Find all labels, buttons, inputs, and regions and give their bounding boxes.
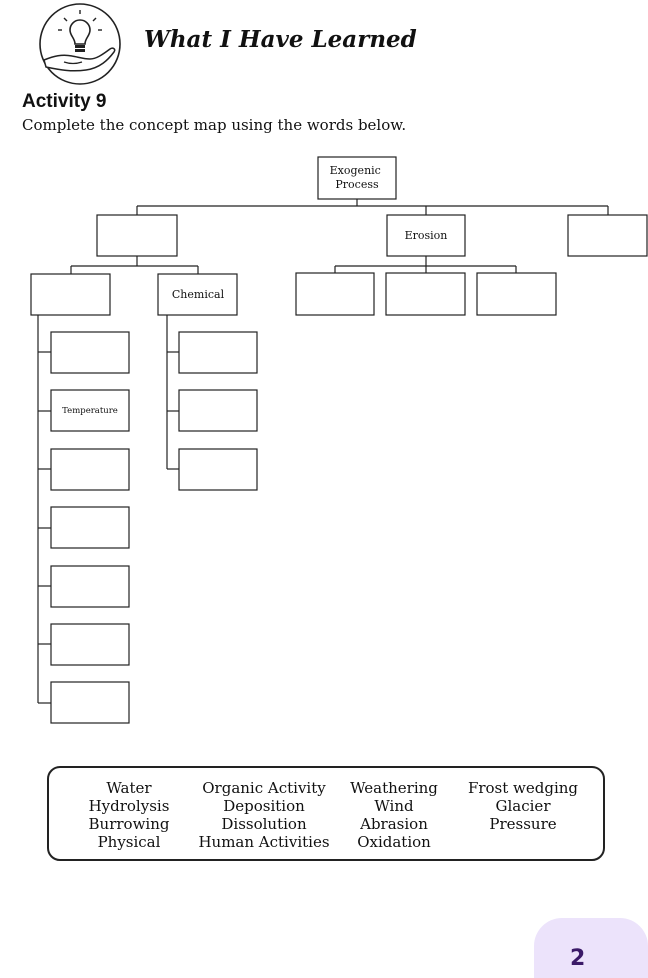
word-bank-word: Pressure: [489, 815, 557, 833]
instructions: Complete the concept map using the words…: [22, 116, 407, 134]
chemical-label: Chemical: [172, 288, 225, 301]
weathering-child-box-physical[interactable]: [30, 273, 111, 316]
chemical-item-box-3[interactable]: [178, 448, 258, 491]
temperature-label: Temperature: [62, 406, 118, 416]
physical-item-box-3[interactable]: [50, 448, 130, 491]
physical-item-box-4[interactable]: [50, 506, 130, 549]
root-label: Exogenic Process: [330, 164, 385, 191]
word-bank-column-2: Organic Activity Deposition Dissolution …: [189, 779, 339, 851]
word-bank-word: Weathering: [350, 779, 438, 797]
word-bank-column-3: Weathering Wind Abrasion Oxidation: [339, 779, 449, 851]
erosion-child-box-3[interactable]: [476, 272, 557, 316]
word-bank-word: Frost wedging: [467, 779, 579, 797]
word-bank-word: Organic Activity: [202, 779, 326, 797]
level1-box-erosion: Erosion: [386, 214, 466, 257]
weathering-child-box-chemical: Chemical: [157, 273, 238, 316]
word-bank-word: Physical: [97, 833, 161, 851]
chemical-item-box-2[interactable]: [178, 389, 258, 432]
word-bank-word: Abrasion: [360, 815, 428, 833]
erosion-child-box-1[interactable]: [295, 272, 375, 316]
word-bank-column-1: Water Hydrolysis Burrowing Physical: [69, 779, 189, 851]
word-bank-word: Human Activities: [198, 833, 330, 851]
level1-box-deposition[interactable]: [567, 214, 648, 257]
section-title: What I Have Learned: [144, 26, 417, 53]
lightbulb-hand-icon: [39, 3, 121, 85]
word-bank-column-4: Frost wedging Glacier Pressure: [457, 779, 589, 833]
connector-lines: [37, 199, 609, 704]
physical-item-box-1[interactable]: [50, 331, 130, 374]
word-bank-word: Water: [106, 779, 152, 797]
level1-box-weathering[interactable]: [96, 214, 178, 257]
word-bank-word: Oxidation: [357, 833, 431, 851]
physical-item-box-6[interactable]: [50, 623, 130, 666]
activity-title: Activity 9: [22, 91, 107, 112]
physical-item-box-temperature: Temperature: [50, 389, 130, 432]
word-bank-word: Hydrolysis: [88, 797, 170, 815]
erosion-child-box-2[interactable]: [385, 272, 466, 316]
word-bank-word: Wind: [374, 797, 414, 815]
page-number-tab: [534, 918, 648, 978]
physical-item-box-5[interactable]: [50, 565, 130, 608]
word-bank-word: Burrowing: [88, 815, 170, 833]
word-bank-word: Dissolution: [221, 815, 307, 833]
word-bank: Water Hydrolysis Burrowing Physical Orga…: [47, 766, 605, 861]
chemical-item-box-1[interactable]: [178, 331, 258, 374]
root-box: Exogenic Process: [317, 156, 397, 200]
physical-item-box-7[interactable]: [50, 681, 130, 724]
erosion-label: Erosion: [405, 229, 448, 242]
word-bank-word: Glacier: [495, 797, 551, 815]
word-bank-word: Deposition: [223, 797, 305, 815]
page-number: 2: [570, 946, 586, 971]
